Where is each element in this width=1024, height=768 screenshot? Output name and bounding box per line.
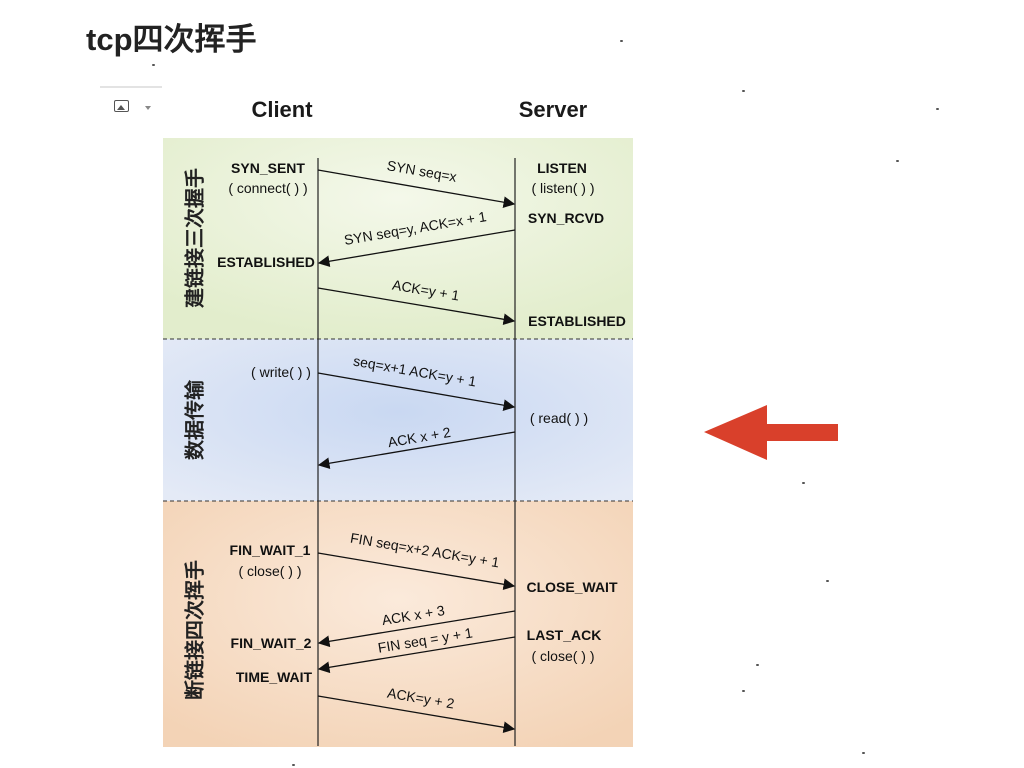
server-state: CLOSE_WAIT <box>526 579 617 595</box>
server-call: ( close( ) ) <box>532 648 595 664</box>
message-arrow <box>317 636 516 674</box>
server-state: LISTEN <box>537 160 587 176</box>
server-state: LAST_ACK <box>527 627 602 643</box>
client-state: FIN_WAIT_1 <box>230 542 311 558</box>
phase-transfer-band <box>163 339 633 501</box>
phase-label: 建链接三次握手 <box>183 168 207 308</box>
client-state: SYN_SENT <box>231 160 305 176</box>
message-arrow <box>317 169 516 208</box>
arrow-left-icon <box>704 405 838 460</box>
phase-teardown-band <box>163 501 633 747</box>
server-state: ESTABLISHED <box>528 313 626 329</box>
phase-label: 断链接四次挥手 <box>183 560 207 700</box>
message-arrow <box>317 229 516 268</box>
image-icon[interactable] <box>114 100 129 112</box>
message-arrow <box>317 287 516 326</box>
phase-handshake-band <box>163 138 633 339</box>
server-state: SYN_RCVD <box>528 210 604 226</box>
page-title: tcp四次挥手 <box>86 22 257 57</box>
message-arrow <box>317 695 516 734</box>
image-toolbar[interactable] <box>100 86 162 122</box>
message-arrow <box>317 610 516 648</box>
client-state: ESTABLISHED <box>217 254 315 270</box>
server-call: ( listen( ) ) <box>532 180 595 196</box>
client-state: FIN_WAIT_2 <box>231 635 312 651</box>
client-header: Client <box>251 97 313 122</box>
client-call: ( connect( ) ) <box>228 180 307 196</box>
server-header: Server <box>519 97 588 122</box>
client-call: ( close( ) ) <box>239 563 302 579</box>
chevron-down-icon[interactable] <box>145 106 151 110</box>
server-call: ( read( ) ) <box>530 410 588 426</box>
client-state: TIME_WAIT <box>236 669 313 685</box>
client-call: ( write( ) ) <box>251 364 311 380</box>
message-arrow <box>317 372 516 411</box>
message-arrow <box>317 552 516 591</box>
phase-label: 数据传输 <box>183 379 207 460</box>
message-arrow <box>317 431 516 470</box>
